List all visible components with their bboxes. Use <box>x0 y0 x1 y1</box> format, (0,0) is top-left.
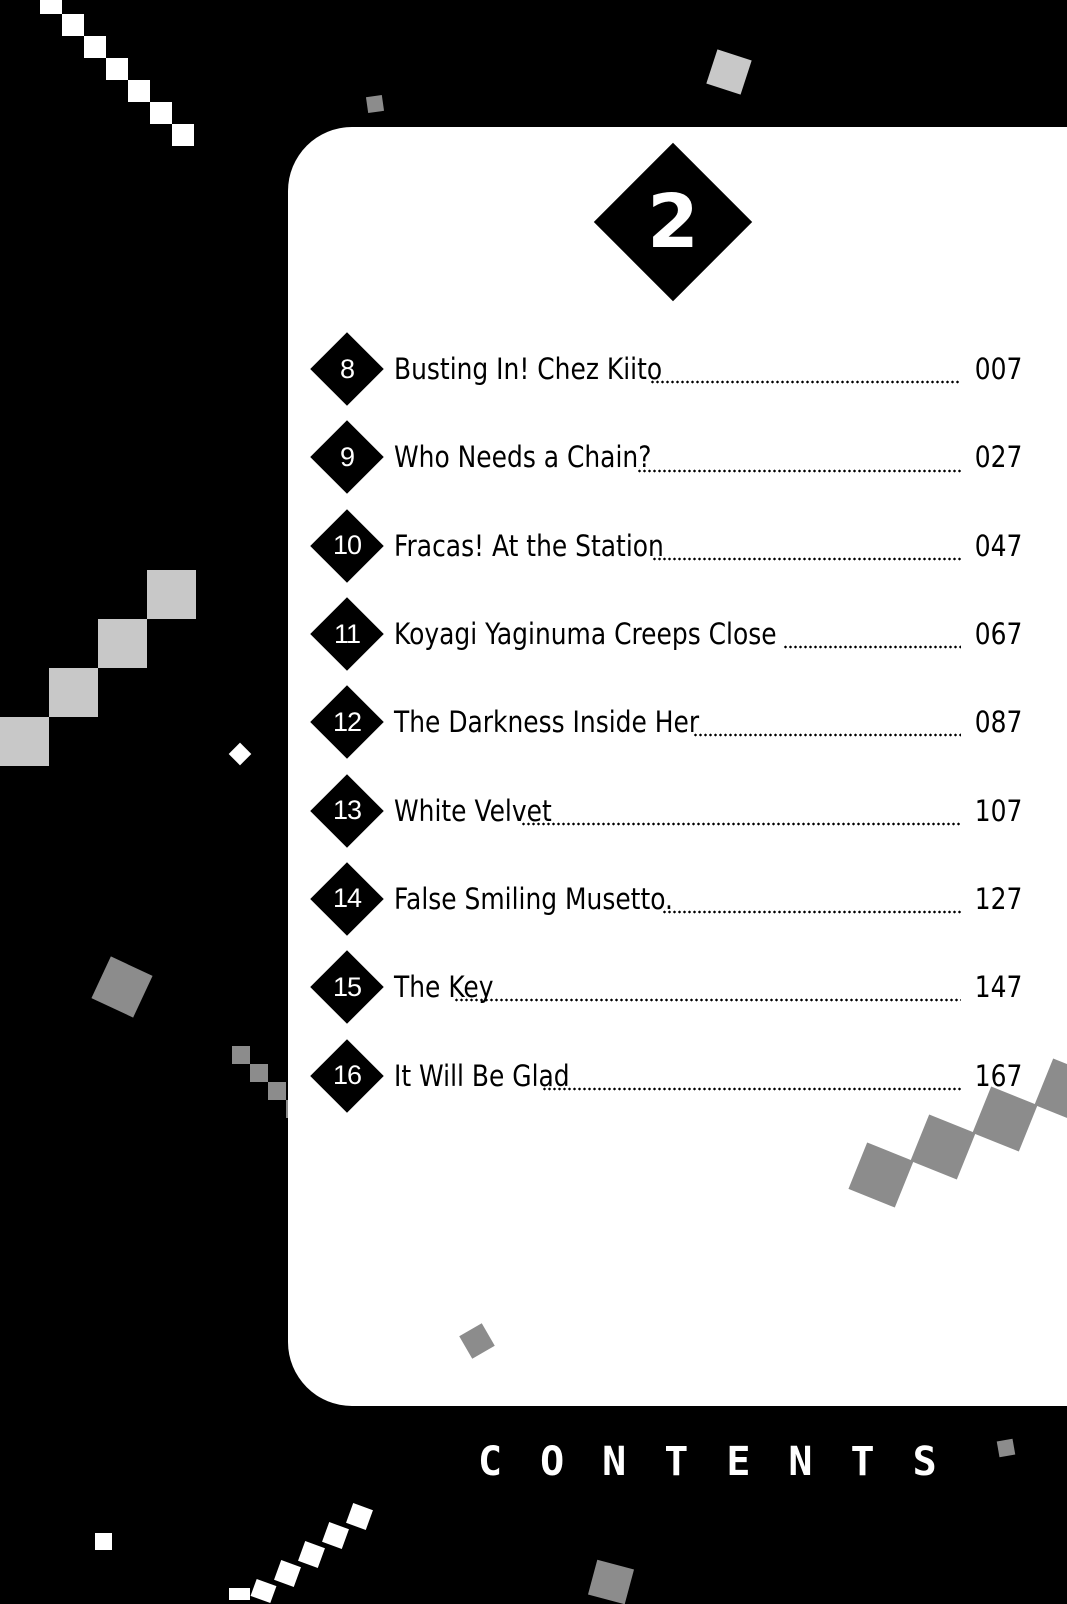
dot-leader <box>782 645 961 650</box>
page-number: 107 <box>974 793 1022 828</box>
white-square <box>229 1588 250 1600</box>
toc-entry[interactable]: 10 Fracas! At the Station 047 <box>310 502 1022 590</box>
chapter-number: 13 <box>332 795 362 826</box>
chapter-diamond-icon: 15 <box>310 950 384 1024</box>
chapter-number: 10 <box>332 530 362 561</box>
chapter-diamond-icon: 16 <box>310 1039 384 1113</box>
white-square <box>274 1560 301 1587</box>
chapter-number: 12 <box>332 706 362 737</box>
chapter-diamond-icon: 12 <box>310 685 384 759</box>
grey-square <box>147 570 196 619</box>
chapter-title: Fracas! At the Station <box>394 528 664 563</box>
grey-square <box>996 1438 1016 1458</box>
white-square <box>84 36 106 58</box>
toc-entry[interactable]: 11 Koyagi Yaginuma Creeps Close 067 <box>310 590 1022 678</box>
white-square <box>128 80 150 102</box>
chapter-diamond-icon: 11 <box>310 597 384 671</box>
white-square <box>322 1522 349 1549</box>
toc-entry[interactable]: 16 It Will Be Glad 167 <box>310 1031 1022 1119</box>
white-square <box>298 1541 325 1568</box>
chapter-number: 9 <box>339 441 355 472</box>
toc-entry[interactable]: 8 Busting In! Chez Kiito 007 <box>310 325 1022 413</box>
chapter-title: The Darkness Inside Her <box>394 705 700 740</box>
dot-leader <box>662 910 961 915</box>
page-number: 047 <box>974 528 1022 563</box>
chapter-diamond-icon: 13 <box>310 774 384 848</box>
table-of-contents: 8 Busting In! Chez Kiito 007 9 Who Needs… <box>310 325 1022 1120</box>
grey-square <box>0 717 49 766</box>
chapter-diamond-icon: 8 <box>310 332 384 406</box>
white-square <box>228 742 252 766</box>
toc-entry[interactable]: 14 False Smiling Musetto. 127 <box>310 855 1022 943</box>
contents-heading: CONTENTS <box>478 1439 975 1485</box>
dot-leader <box>651 556 961 561</box>
chapter-diamond-icon: 14 <box>310 862 384 936</box>
chapter-number: 15 <box>332 971 362 1002</box>
chapter-diamond-icon: 10 <box>310 509 384 583</box>
contents-panel <box>288 127 1067 1406</box>
dot-leader <box>542 1086 961 1091</box>
grey-square <box>98 619 147 668</box>
chapter-title: The Key <box>394 970 494 1005</box>
white-square <box>172 124 194 146</box>
dot-leader <box>637 468 961 473</box>
white-square <box>40 0 62 14</box>
chapter-number: 16 <box>332 1060 362 1091</box>
page-number: 007 <box>974 352 1022 387</box>
grey-square <box>587 1559 635 1604</box>
chapter-title: Who Needs a Chain? <box>394 440 652 475</box>
grey-square <box>232 1046 250 1064</box>
white-square <box>106 58 128 80</box>
page-number: 127 <box>974 881 1022 916</box>
toc-entry[interactable]: 15 The Key 147 <box>310 943 1022 1031</box>
grey-square <box>250 1064 268 1082</box>
grey-square <box>49 668 98 717</box>
page-number: 027 <box>974 440 1022 475</box>
page-number: 067 <box>974 617 1022 652</box>
grey-square <box>91 956 153 1018</box>
page-number: 087 <box>974 705 1022 740</box>
dot-leader <box>649 380 961 385</box>
grey-square <box>268 1082 286 1100</box>
page-number: 167 <box>974 1058 1022 1093</box>
grey-square <box>706 49 752 95</box>
chapter-title: It Will Be Glad <box>394 1058 570 1093</box>
white-square <box>150 102 172 124</box>
white-square <box>62 14 84 36</box>
toc-entry[interactable]: 9 Who Needs a Chain? 027 <box>310 413 1022 501</box>
dot-leader <box>453 998 961 1003</box>
dot-leader <box>692 733 961 738</box>
dot-leader <box>521 821 961 826</box>
chapter-title: White Velvet <box>394 793 552 828</box>
white-square <box>95 1533 112 1550</box>
grey-square <box>365 94 385 114</box>
chapter-title: Busting In! Chez Kiito <box>394 352 663 387</box>
volume-number: 2 <box>647 179 699 265</box>
chapter-title: False Smiling Musetto. <box>394 881 673 916</box>
white-square <box>346 1503 373 1530</box>
chapter-diamond-icon: 9 <box>310 420 384 494</box>
toc-entry[interactable]: 13 White Velvet 107 <box>310 766 1022 854</box>
chapter-number: 11 <box>333 618 361 649</box>
page-number: 147 <box>974 970 1022 1005</box>
toc-entry[interactable]: 12 The Darkness Inside Her 087 <box>310 678 1022 766</box>
chapter-number: 14 <box>332 883 362 914</box>
chapter-number: 8 <box>339 353 355 384</box>
chapter-title: Koyagi Yaginuma Creeps Close <box>394 617 777 652</box>
white-square <box>250 1578 277 1604</box>
